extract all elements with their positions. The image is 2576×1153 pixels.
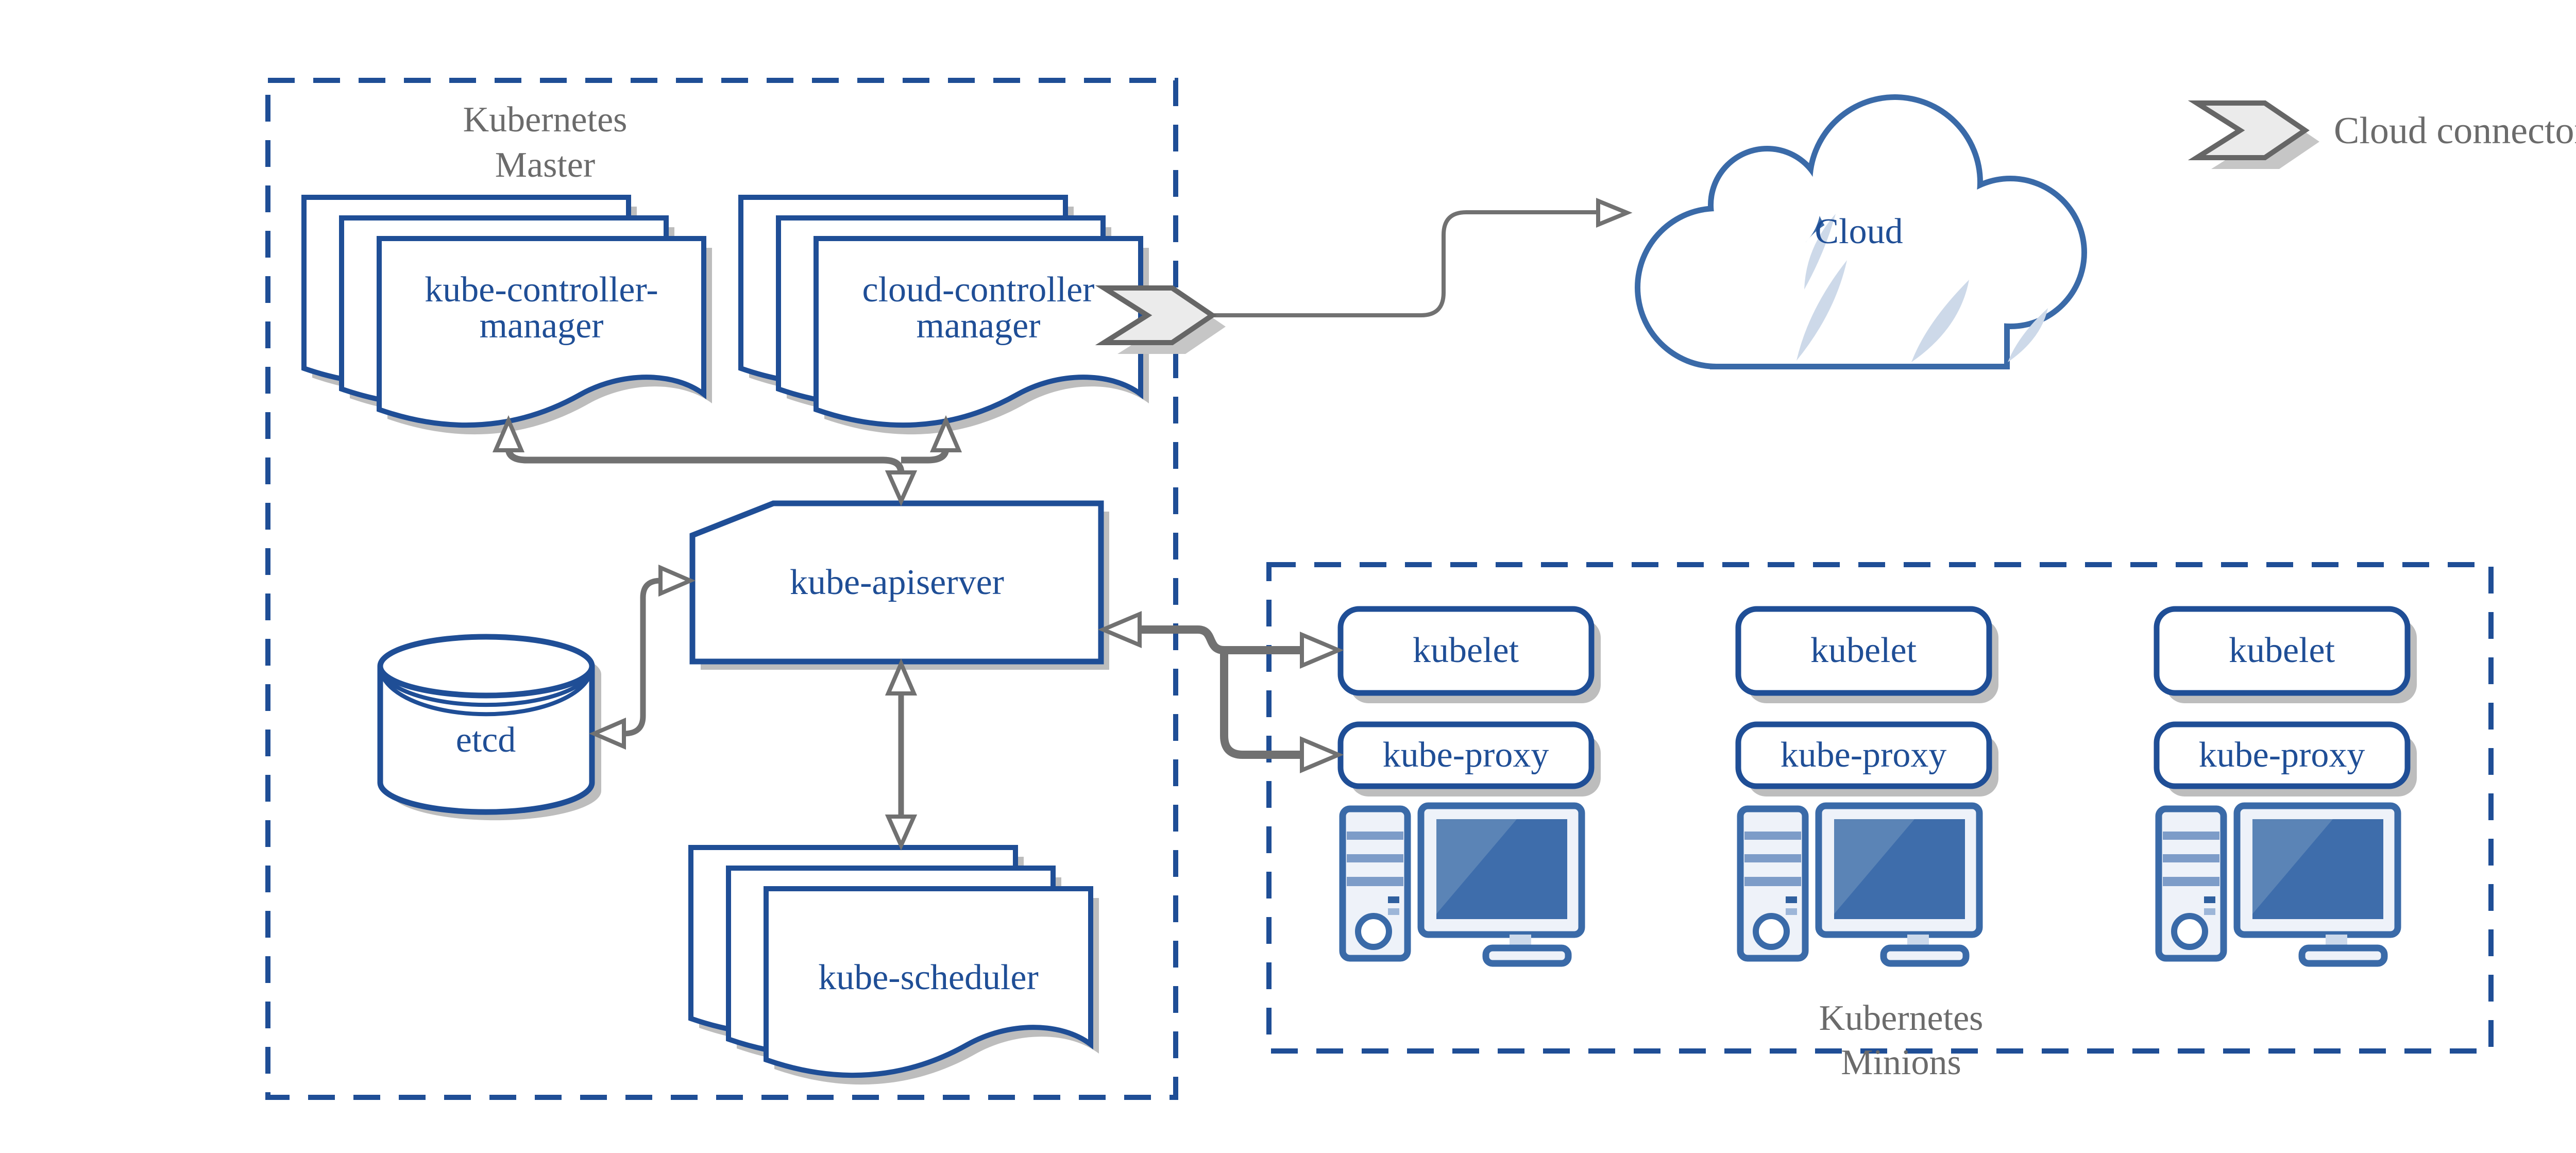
- minions-title-line1: Kubernetes: [1819, 998, 1984, 1038]
- kubelet-box-3: [2154, 606, 2411, 696]
- kube-proxy-label-3: kube-proxy: [2198, 735, 2365, 775]
- master-title-line1: Kubernetes: [463, 100, 628, 140]
- arrow-apiserver-to-scheduler: [885, 658, 918, 851]
- cloud-label: Cloud: [1815, 212, 1903, 251]
- minions-boundary: [1266, 562, 2494, 1054]
- kube-apiserver-shape: [689, 500, 1109, 670]
- arrow-controllers-to-apiserver: [492, 415, 962, 506]
- etcd-cylinder: [377, 634, 601, 821]
- kube-proxy-box-2: [1735, 721, 1992, 789]
- cloud-controller-manager-label-line1: cloud-controller: [862, 270, 1095, 310]
- kube-scheduler-label: kube-scheduler: [818, 958, 1039, 997]
- arrow-cloud-connector-to-cloud: [1212, 198, 1633, 317]
- minions-title-line2: Minions: [1841, 1043, 1961, 1082]
- kubelet-label-3: kubelet: [2228, 631, 2335, 670]
- workstation-icon-1: [1343, 806, 1582, 963]
- master-title-line2: Master: [495, 145, 596, 185]
- workstation-icon-2: [1740, 806, 1979, 963]
- kube-proxy-label-2: kube-proxy: [1780, 735, 1947, 775]
- etcd-label: etcd: [455, 720, 516, 760]
- cloud-connector-legend-label: Cloud connector: [2334, 110, 2576, 152]
- kube-controller-manager-label-line2: manager: [479, 306, 604, 346]
- kube-proxy-label-1: kube-proxy: [1382, 735, 1549, 775]
- arrow-apiserver-to-etcd: [588, 564, 696, 750]
- workstation-icon-3: [2159, 806, 2398, 963]
- minion-node-boxes: [1337, 606, 2417, 796]
- kubelet-label-2: kubelet: [1810, 631, 1917, 670]
- kube-apiserver-label: kube-apiserver: [790, 563, 1004, 602]
- kubelet-label-1: kubelet: [1412, 631, 1519, 670]
- kubelet-box-2: [1735, 606, 1992, 696]
- kube-controller-manager-label-line1: kube-controller-: [425, 270, 658, 310]
- master-boundary: [265, 78, 1178, 1100]
- kube-proxy-box-3: [2154, 721, 2411, 789]
- cloud-shape: [1635, 94, 2087, 369]
- cloud-connector-chevron-legend: [2197, 103, 2319, 169]
- cloud-controller-manager-label-line2: manager: [916, 306, 1041, 346]
- arrow-apiserver-to-minions: [1097, 611, 1344, 774]
